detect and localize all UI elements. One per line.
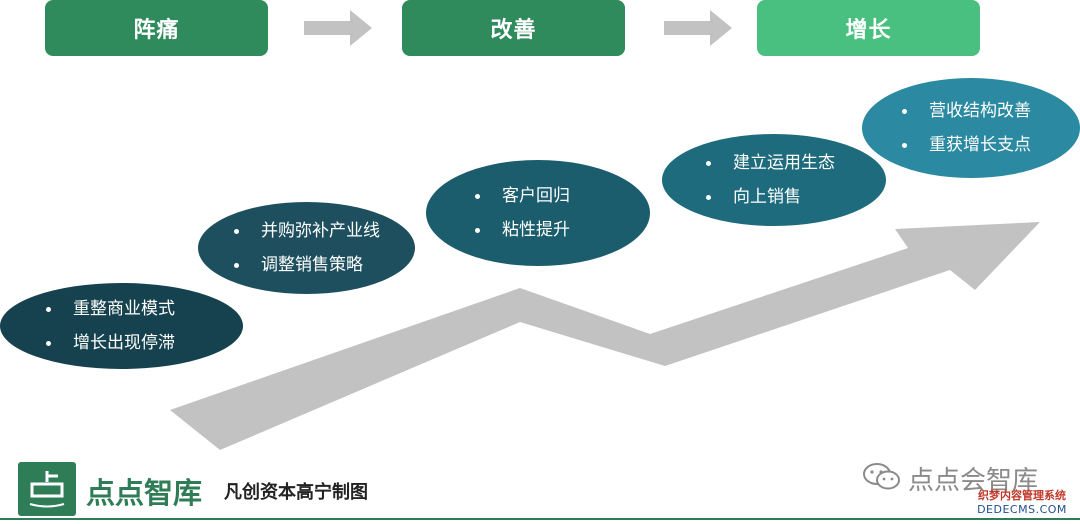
footer-divider	[0, 518, 1080, 520]
logo-text: 点点智库	[86, 476, 203, 510]
stage-pain: 阵痛	[45, 0, 268, 56]
list-item: 重整商业模式	[46, 292, 243, 326]
list-item: 并购弥补产业线	[234, 214, 415, 248]
watermark-line-1: 织梦内容管理系统	[978, 489, 1066, 502]
list-item: 客户回归	[475, 179, 650, 213]
logo-icon	[18, 462, 76, 516]
bubble-step-3: 客户回归 粘性提升	[426, 160, 650, 266]
stage-improve: 改善	[402, 0, 625, 56]
credit-text: 凡创资本高宁制图	[224, 482, 368, 503]
list-item: 粘性提升	[475, 213, 650, 247]
stage-growth-label: 增长	[845, 18, 892, 43]
list-item: 建立运用生态	[706, 146, 886, 180]
growth-arrow-shape	[170, 222, 1040, 450]
logo-glyph-icon	[29, 471, 65, 508]
bubble-step-4: 建立运用生态 向上销售	[662, 134, 886, 226]
watermark-line-2: DEDECMS.COM	[977, 503, 1067, 516]
arrow-right-icon	[304, 10, 372, 46]
list-item: 增长出现停滞	[46, 326, 243, 360]
list-item: 向上销售	[706, 180, 886, 214]
stage-growth: 增长	[757, 0, 980, 56]
wechat-icon	[863, 463, 900, 490]
bubble-step-1: 重整商业模式 增长出现停滞	[0, 283, 243, 369]
arrow-right-icon	[664, 10, 732, 46]
bubble-step-5: 营收结构改善 重获增长支点	[862, 78, 1080, 178]
list-item: 调整销售策略	[234, 248, 415, 282]
stage-pain-label: 阵痛	[133, 18, 180, 43]
watermark: 织梦内容管理系统 DEDECMS.COM	[966, 489, 1078, 517]
wechat-account-text: 点点会智库	[908, 466, 1039, 496]
list-item: 营收结构改善	[902, 94, 1080, 128]
list-item: 重获增长支点	[902, 128, 1080, 162]
stage-improve-label: 改善	[490, 18, 537, 43]
bubble-step-2: 并购弥补产业线 调整销售策略	[198, 202, 415, 294]
